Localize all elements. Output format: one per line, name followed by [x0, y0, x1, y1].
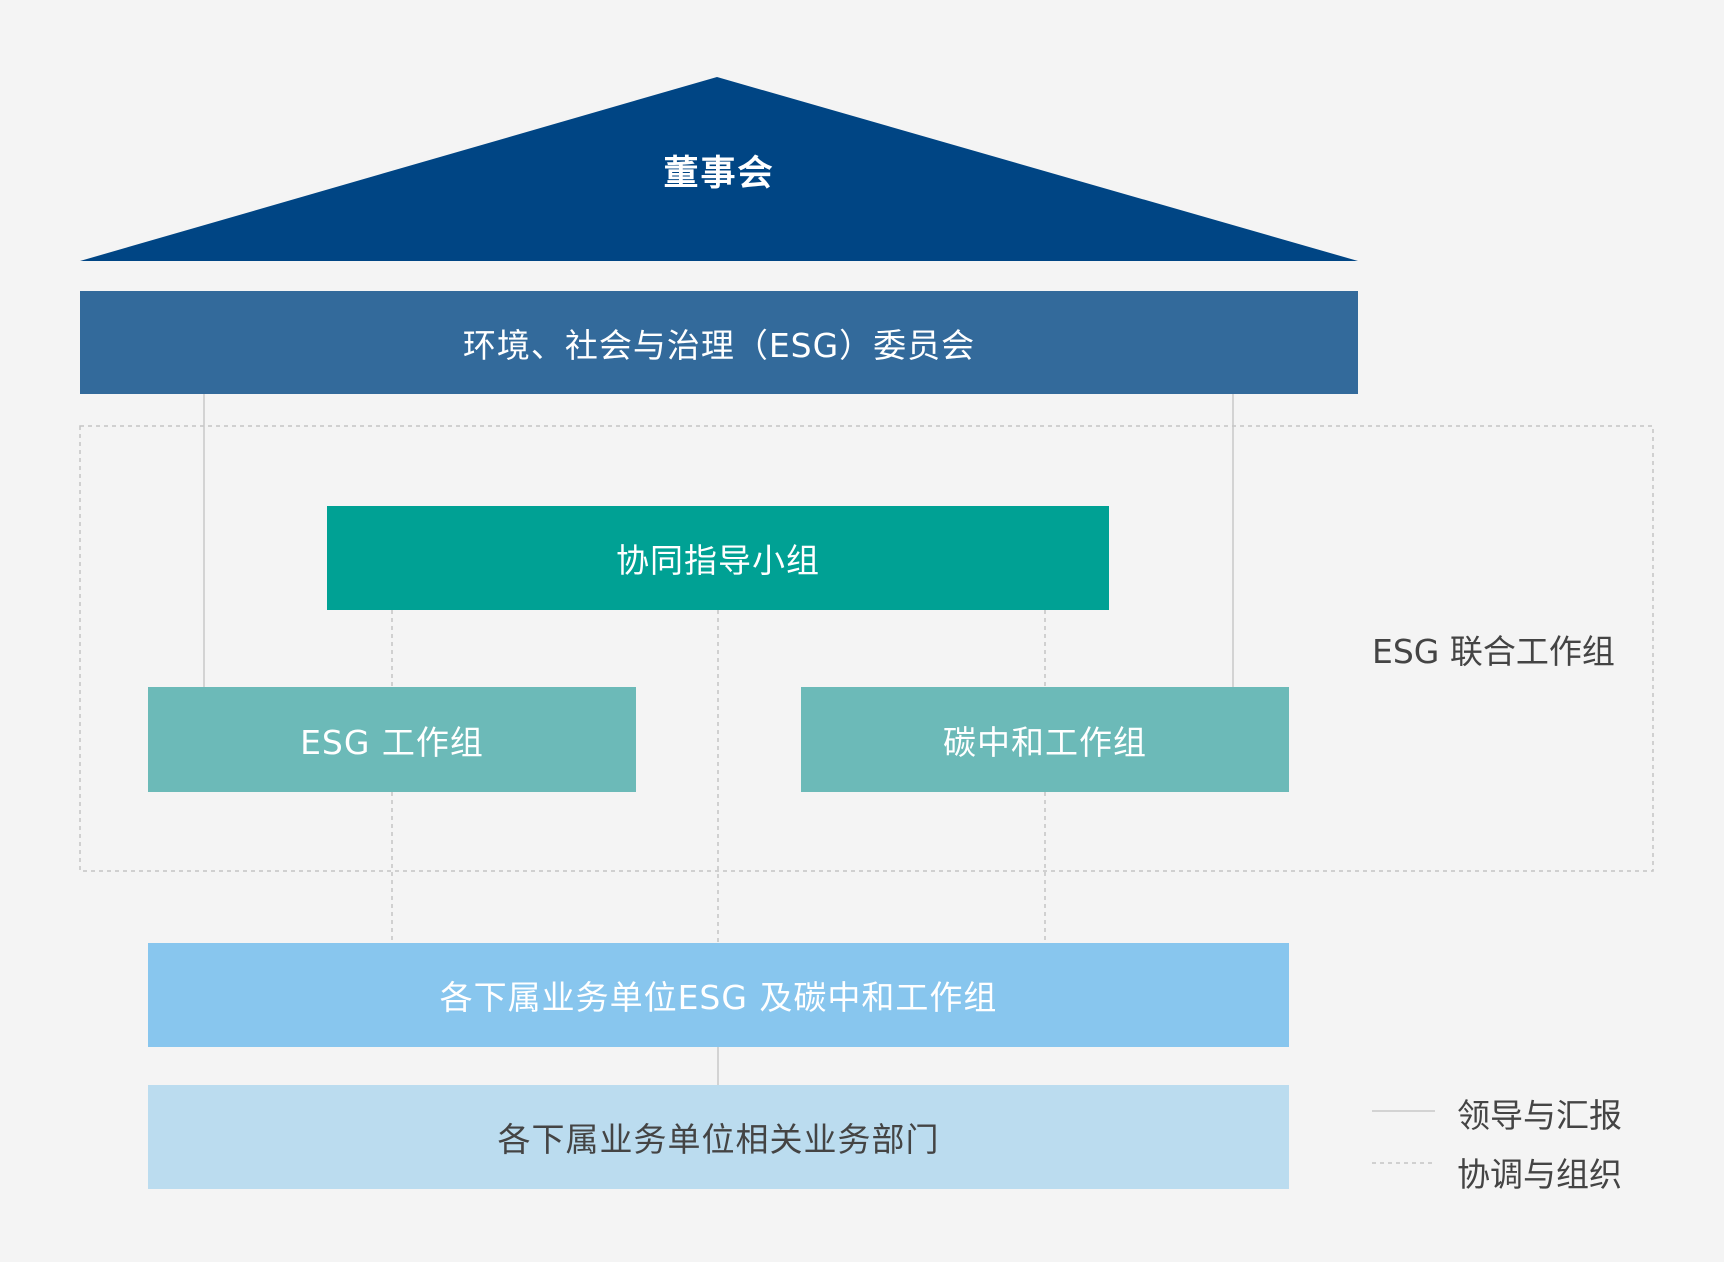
- esg-committee-box: 环境、社会与治理（ESG）委员会: [80, 291, 1358, 394]
- carbon-working-group-box: 碳中和工作组: [801, 687, 1289, 792]
- unit-working-groups-label: 各下属业务单位ESG 及碳中和工作组: [439, 978, 998, 1017]
- board-label: 董事会: [663, 154, 775, 194]
- legend-solid-label: 领导与汇报: [1457, 1096, 1622, 1135]
- steering-group-box: 协同指导小组: [327, 506, 1109, 610]
- board-roof: [80, 77, 1358, 261]
- esg-working-group-label: ESG 工作组: [300, 722, 484, 762]
- unit-working-groups-box: 各下属业务单位ESG 及碳中和工作组: [148, 943, 1289, 1047]
- esg-working-group-box: ESG 工作组: [148, 687, 636, 792]
- legend-dashed-label: 协调与组织: [1457, 1155, 1622, 1194]
- unit-departments-box: 各下属业务单位相关业务部门: [148, 1085, 1289, 1189]
- steering-group-label: 协同指导小组: [616, 541, 820, 580]
- esg-committee-label: 环境、社会与治理（ESG）委员会: [462, 325, 976, 365]
- unit-departments-label: 各下属业务单位相关业务部门: [497, 1120, 940, 1159]
- joint-working-group-label: ESG 联合工作组: [1372, 632, 1615, 671]
- carbon-working-group-label: 碳中和工作组: [943, 722, 1147, 762]
- joint-working-group-frame: [79, 425, 1654, 872]
